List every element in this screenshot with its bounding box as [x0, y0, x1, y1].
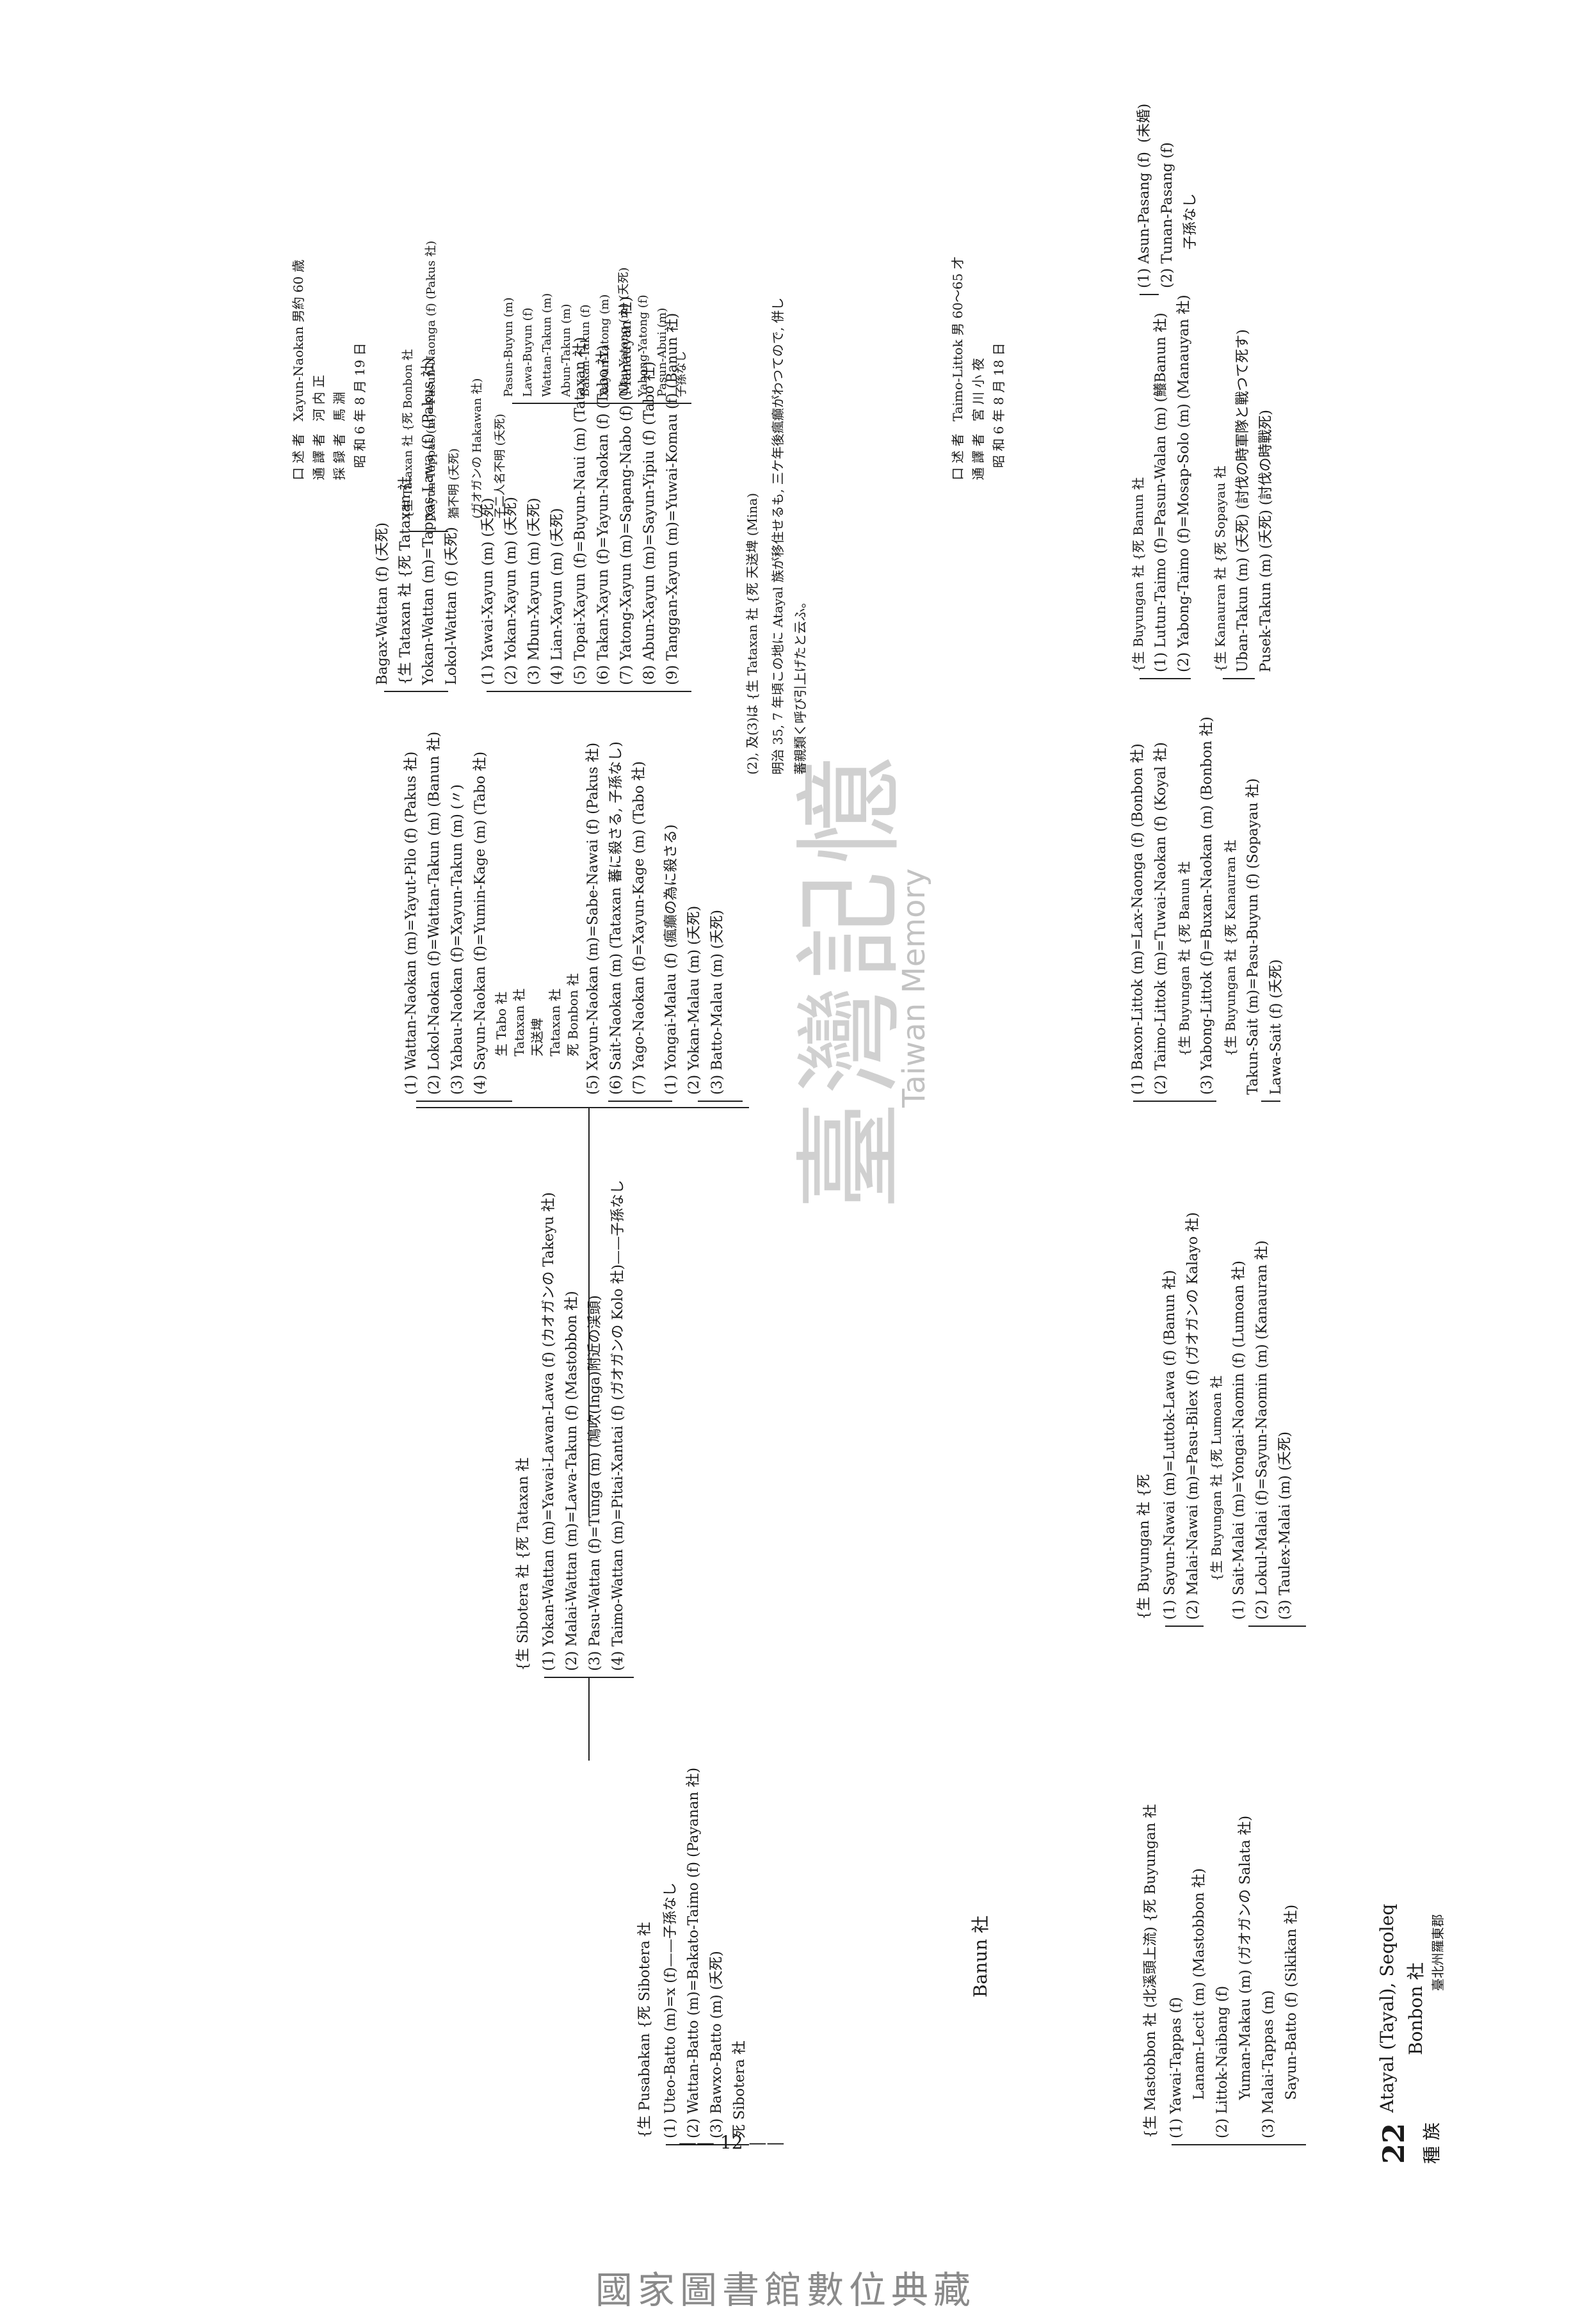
page-number: —— 12 ——	[679, 2132, 785, 2153]
library-watermark: 國家圖書館數位典藏	[595, 2268, 976, 2312]
watermark-logo-en: Taiwan Memory	[896, 868, 932, 1108]
